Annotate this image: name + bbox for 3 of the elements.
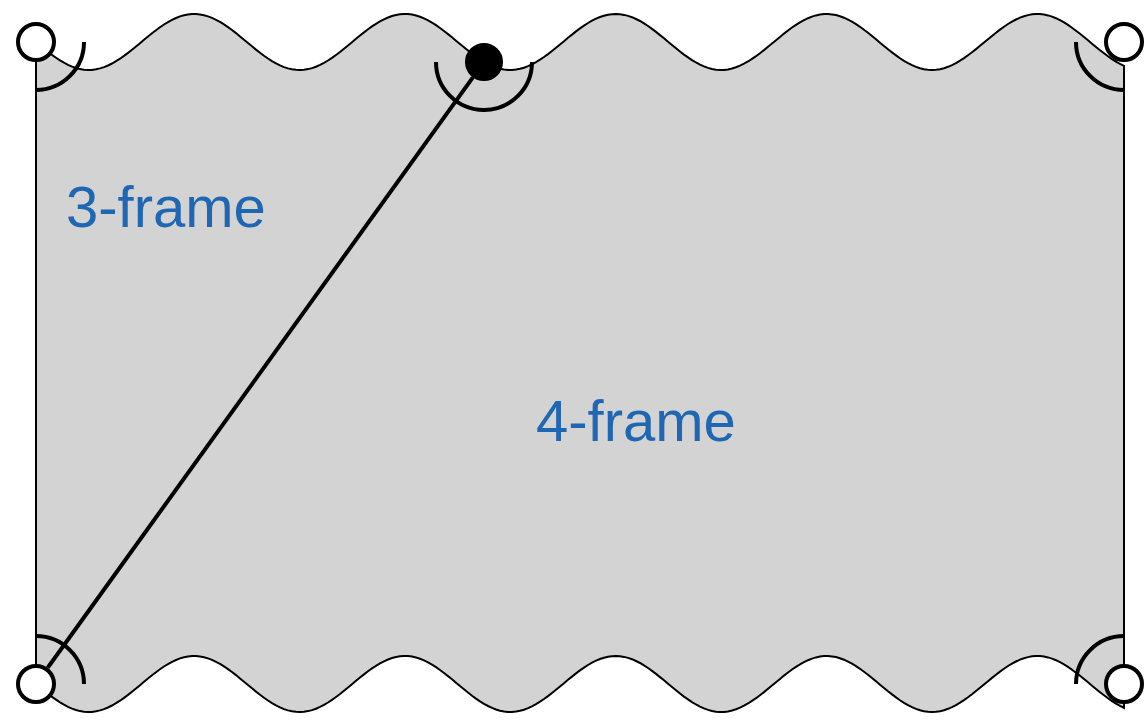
connector-line <box>46 76 475 669</box>
region-label: 4-frame <box>536 392 736 450</box>
region-label: 3-frame <box>66 178 266 236</box>
